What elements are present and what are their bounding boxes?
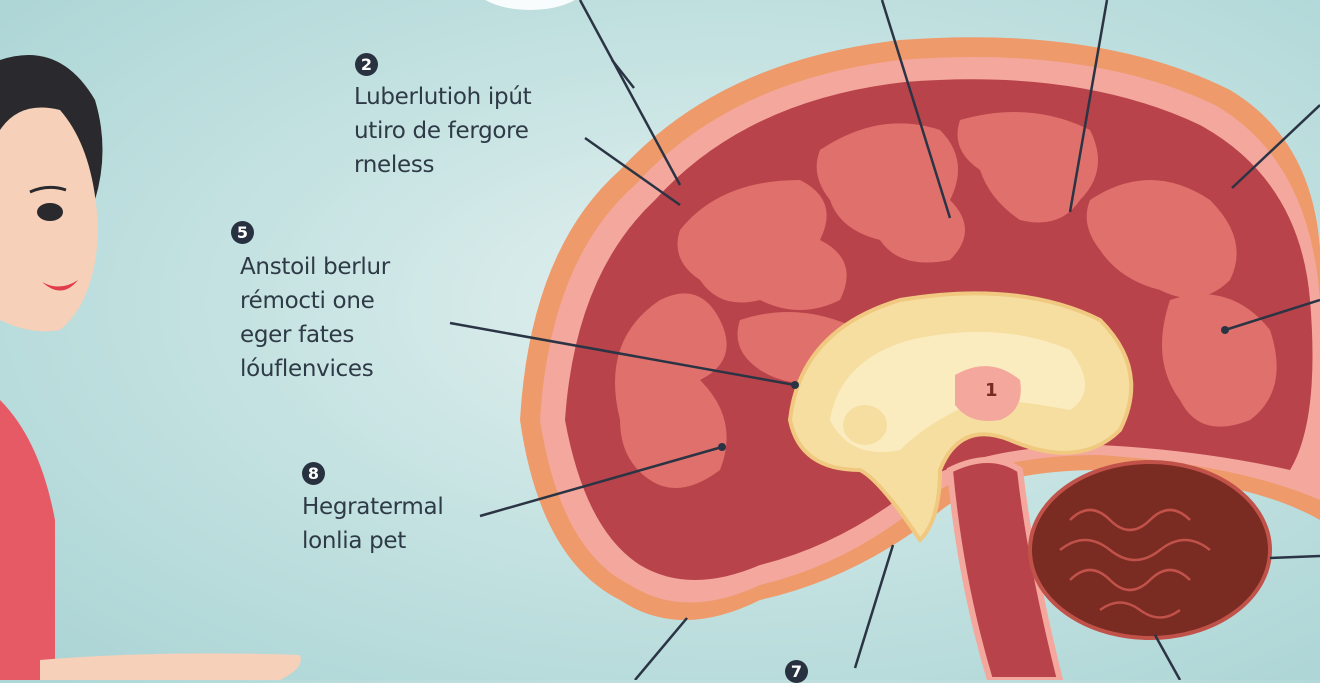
- label-8-line: Hegratermal: [302, 494, 444, 520]
- woman-figure: [0, 55, 301, 680]
- label-2-line: Luberlutioh ipút: [354, 84, 532, 110]
- label-8-line: lonlia pet: [302, 528, 406, 554]
- center-number-label: 1: [985, 380, 998, 401]
- label-8-text: Hegratermal lonlia pet: [302, 490, 444, 558]
- brain: [520, 37, 1320, 680]
- label-5-text: Anstoil berlur rémocti one eger fates ló…: [240, 250, 390, 386]
- label-2-text: Luberlutioh ipút utiro de fergore rneles…: [354, 80, 532, 182]
- label-2-line: rneless: [354, 152, 435, 178]
- label-5-number-badge: 5: [231, 221, 254, 244]
- pointer-lines: [449, 0, 1320, 680]
- label-2-line: utiro de fergore: [354, 118, 529, 144]
- top-circle: [485, 0, 575, 10]
- pointer-dots: [718, 326, 1229, 451]
- label-5-line: eger fates: [240, 322, 355, 348]
- label-5-line: Anstoil berlur: [240, 254, 390, 280]
- label-7-number-badge: 7: [785, 660, 808, 683]
- label-2-number-badge: 2: [355, 53, 378, 76]
- label-5-line: rémocti one: [240, 288, 375, 314]
- label-8-number-badge: 8: [302, 462, 325, 485]
- label-5-line: lóuflenvices: [240, 356, 374, 382]
